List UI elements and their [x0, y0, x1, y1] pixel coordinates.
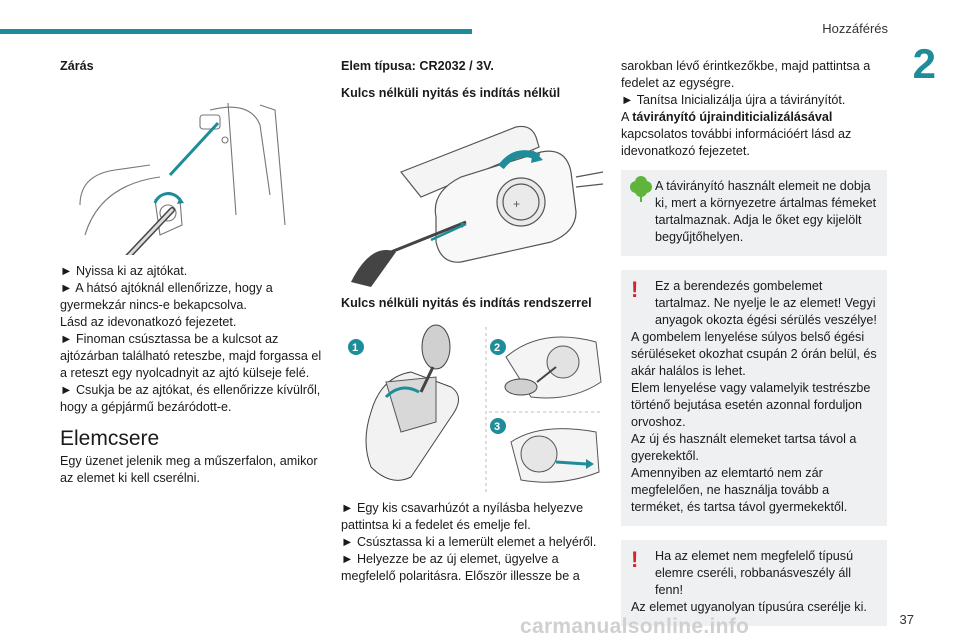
eco-note-box: A távirányító használt elemeit ne dobja … — [621, 170, 887, 256]
warning-icon: ! — [631, 277, 639, 302]
warning1-line-5: Amennyiben az elemtartó nem zár megfelel… — [631, 466, 848, 514]
warning1-line-4: Az új és használt elemeket tartsa távol … — [631, 432, 857, 463]
leaf-icon — [630, 176, 652, 202]
eco-note-text: A távirányító használt elemeit ne dobja … — [655, 179, 877, 244]
continued-text: sarokban lévő érintkezőkbe, majd pattint… — [621, 59, 871, 90]
step-3-badge: 3 — [490, 418, 506, 434]
battery-replacement-heading: Elemcsere — [60, 427, 160, 450]
step-slide-out-battery: ► Csúsztassa ki a lemerült elemet a hely… — [341, 535, 597, 549]
step-3-number: 3 — [494, 421, 500, 433]
warning1-line-2: A gombelem lenyelése súlyos belső égési … — [631, 330, 877, 378]
warning-icon: ! — [631, 547, 639, 572]
step-check-child-lock: ► A hátsó ajtóknál ellenőrizze, hogy a g… — [60, 281, 273, 312]
step-1-number: 1 — [352, 342, 358, 354]
column-2: Elem típusa: CR2032 / 3V. Kulcs nélküli … — [341, 58, 606, 585]
reference-bold: távirányító újrainditicializálásával — [632, 110, 833, 124]
step-1-badge: 1 — [348, 339, 364, 355]
step-2-number: 2 — [494, 342, 500, 354]
step-close-doors: ► Csukja be az ajtókat, és ellenőrizze k… — [60, 383, 321, 414]
reference-suffix: kapcsolatos további információért lásd a… — [621, 127, 852, 158]
step-open-doors: ► Nyissa ki az ajtókat. — [60, 264, 188, 278]
warning-box-1: ! Ez a berendezés gombelemet tartalmaz. … — [621, 270, 887, 526]
warning2-line-2: Az elemet ugyanolyan típusúra cserélje k… — [631, 600, 867, 614]
warning1-line-1: Ez a berendezés gombelemet tartalmaz. Ne… — [655, 279, 877, 327]
warning-box-2: ! Ha az elemet nem megfelelő típusú elem… — [621, 540, 887, 626]
page-number: 37 — [899, 612, 914, 627]
without-keyless-heading: Kulcs nélküli nyitás és indítás nélkül — [341, 86, 561, 100]
closing-heading: Zárás — [60, 59, 94, 73]
keyless-remote-illustration: 1 2 3 — [348, 324, 603, 492]
reference-prefix: A — [621, 110, 633, 124]
step-insert-new-battery: ► Helyezze be az új elemet, ügyelve a me… — [341, 552, 580, 583]
column-3: sarokban lévő érintkezőkbe, majd pattint… — [621, 58, 887, 626]
header-accent-bar — [0, 29, 472, 34]
footer-watermark: carmanualsonline.info — [520, 615, 750, 638]
battery-type: Elem típusa: CR2032 / 3V. — [341, 59, 494, 73]
step-reinitialise: ► Tanítsa Inicializálja újra a távirányí… — [621, 93, 846, 107]
svg-text:+: + — [513, 197, 520, 211]
step-insert-key: ► Finoman csúsztassa be a kulcsot az ajt… — [60, 332, 322, 380]
reference-text: A távirányító újrainditicializálásával k… — [621, 109, 887, 160]
screwdriver-icon — [351, 220, 467, 287]
key-icon — [125, 207, 175, 255]
remote-open-illustration: + — [351, 125, 604, 287]
warning2-line-1: Ha az elemet nem megfelelő típusú elemre… — [655, 549, 854, 597]
step-2-badge: 2 — [490, 339, 506, 355]
battery-replacement-text: Egy üzenet jelenik meg a műszerfalon, am… — [60, 454, 318, 485]
step-see-chapter: Lásd az idevonatkozó fejezetet. — [60, 315, 237, 329]
column-1: Zárás ► Nyissa ki az ajtókat. ► A hátsó … — [60, 58, 325, 487]
with-keyless-heading: Kulcs nélküli nyitás és indítás rendszer… — [341, 296, 592, 310]
step-pry-cover: ► Egy kis csavarhúzót a nyílásba helyezv… — [341, 501, 584, 532]
chapter-number: 2 — [912, 40, 936, 87]
child-lock-illustration — [79, 102, 286, 255]
warning1-line-3: Elem lenyelése vagy valamelyik testrészb… — [631, 381, 871, 429]
section-name: Hozzáférés — [822, 21, 888, 36]
